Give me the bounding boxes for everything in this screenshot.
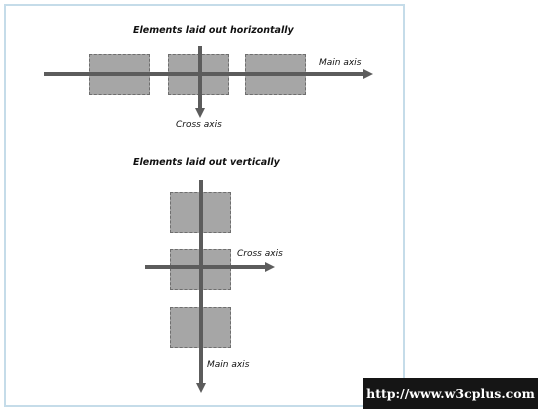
vertical-heading: Elements laid out vertically bbox=[133, 157, 280, 168]
cross-axis-horizontal bbox=[145, 265, 265, 269]
main-axis-vertical bbox=[199, 180, 203, 383]
arrow-down-icon bbox=[196, 383, 206, 393]
arrow-down-icon bbox=[195, 108, 205, 118]
main-axis-horizontal bbox=[44, 72, 363, 76]
arrow-right-icon bbox=[265, 262, 275, 272]
arrow-right-icon bbox=[363, 69, 373, 79]
cross-axis-vertical bbox=[198, 46, 202, 108]
cross-axis-label: Cross axis bbox=[237, 249, 283, 259]
cross-axis-label: Cross axis bbox=[176, 120, 222, 130]
watermark-url: http://www.w3cplus.com bbox=[363, 378, 538, 409]
main-axis-label: Main axis bbox=[319, 58, 362, 68]
main-axis-label: Main axis bbox=[207, 360, 250, 370]
horizontal-heading: Elements laid out horizontally bbox=[133, 25, 294, 36]
